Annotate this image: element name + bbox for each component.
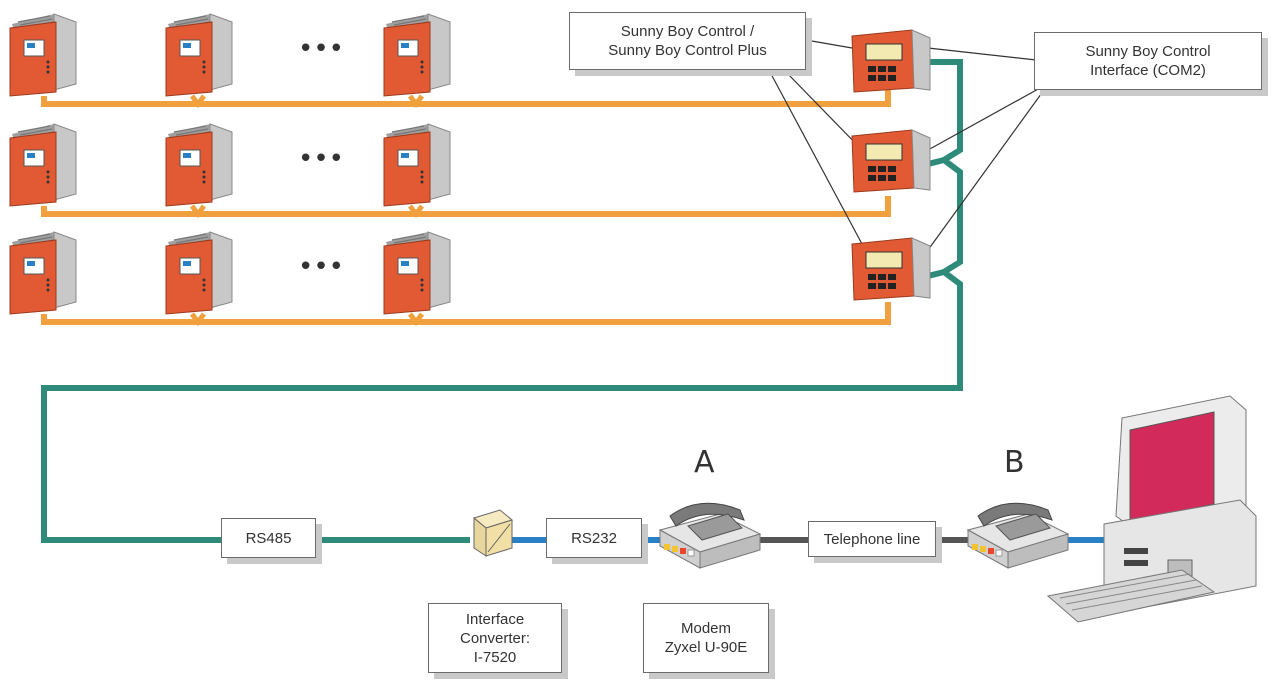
sbc-interface-label: Sunny Boy Control Interface (COM2) [1034,32,1262,90]
ellipsis-row-3: ••• [298,252,345,282]
modem-icon [967,502,1069,569]
inverter-icon [165,231,233,315]
inverter-bus-lines [41,88,891,327]
rs485-bus-line [41,59,963,543]
sunny-boy-control-icon [851,237,931,301]
inverter-icon [165,13,233,97]
inverter-icon [165,123,233,207]
inverter-icon [9,13,77,97]
inverter-icon [9,123,77,207]
modem-label: Modem Zyxel U-90E [643,603,769,673]
sunny-boy-control-icon [851,29,931,93]
sbc-interface-label-line1: Sunny Boy Control [1085,43,1211,60]
rs232-label: RS232 [546,518,642,558]
inverter-icon [383,231,451,315]
interface-converter-icon [472,509,514,557]
sunny-boy-control-icon [851,129,931,193]
sunny-boy-control-label-line1: Sunny Boy Control / [620,23,755,40]
ellipsis-row-1: ••• [298,34,345,64]
ellipsis-row-2: ••• [298,144,345,174]
rs485-label: RS485 [221,518,316,558]
converter-label: Interface Converter: I-7520 [428,603,562,673]
inverter-icon [383,13,451,97]
modem-label-line2: Zyxel U-90E [664,639,748,656]
modem-label-line1: Modem [680,620,732,637]
sunny-boy-control-label-line2: Sunny Boy Control Plus [608,42,767,59]
computer-icon [1046,395,1257,623]
modem-icon [659,502,761,569]
converter-label-line1: Interface [465,610,525,628]
inverter-icon [9,231,77,315]
site-a-label: A [694,445,715,480]
telephone-line-label: Telephone line [808,521,936,557]
converter-label-line2: Converter: [459,629,531,647]
inverter-icon [383,123,451,207]
sunny-boy-control-label: Sunny Boy Control / Sunny Boy Control Pl… [569,12,806,70]
site-b-label: B [1004,445,1025,480]
sbc-interface-label-line2: Interface (COM2) [1090,62,1206,79]
converter-label-line3: I-7520 [473,648,517,666]
control-connector-lines [769,39,1045,251]
